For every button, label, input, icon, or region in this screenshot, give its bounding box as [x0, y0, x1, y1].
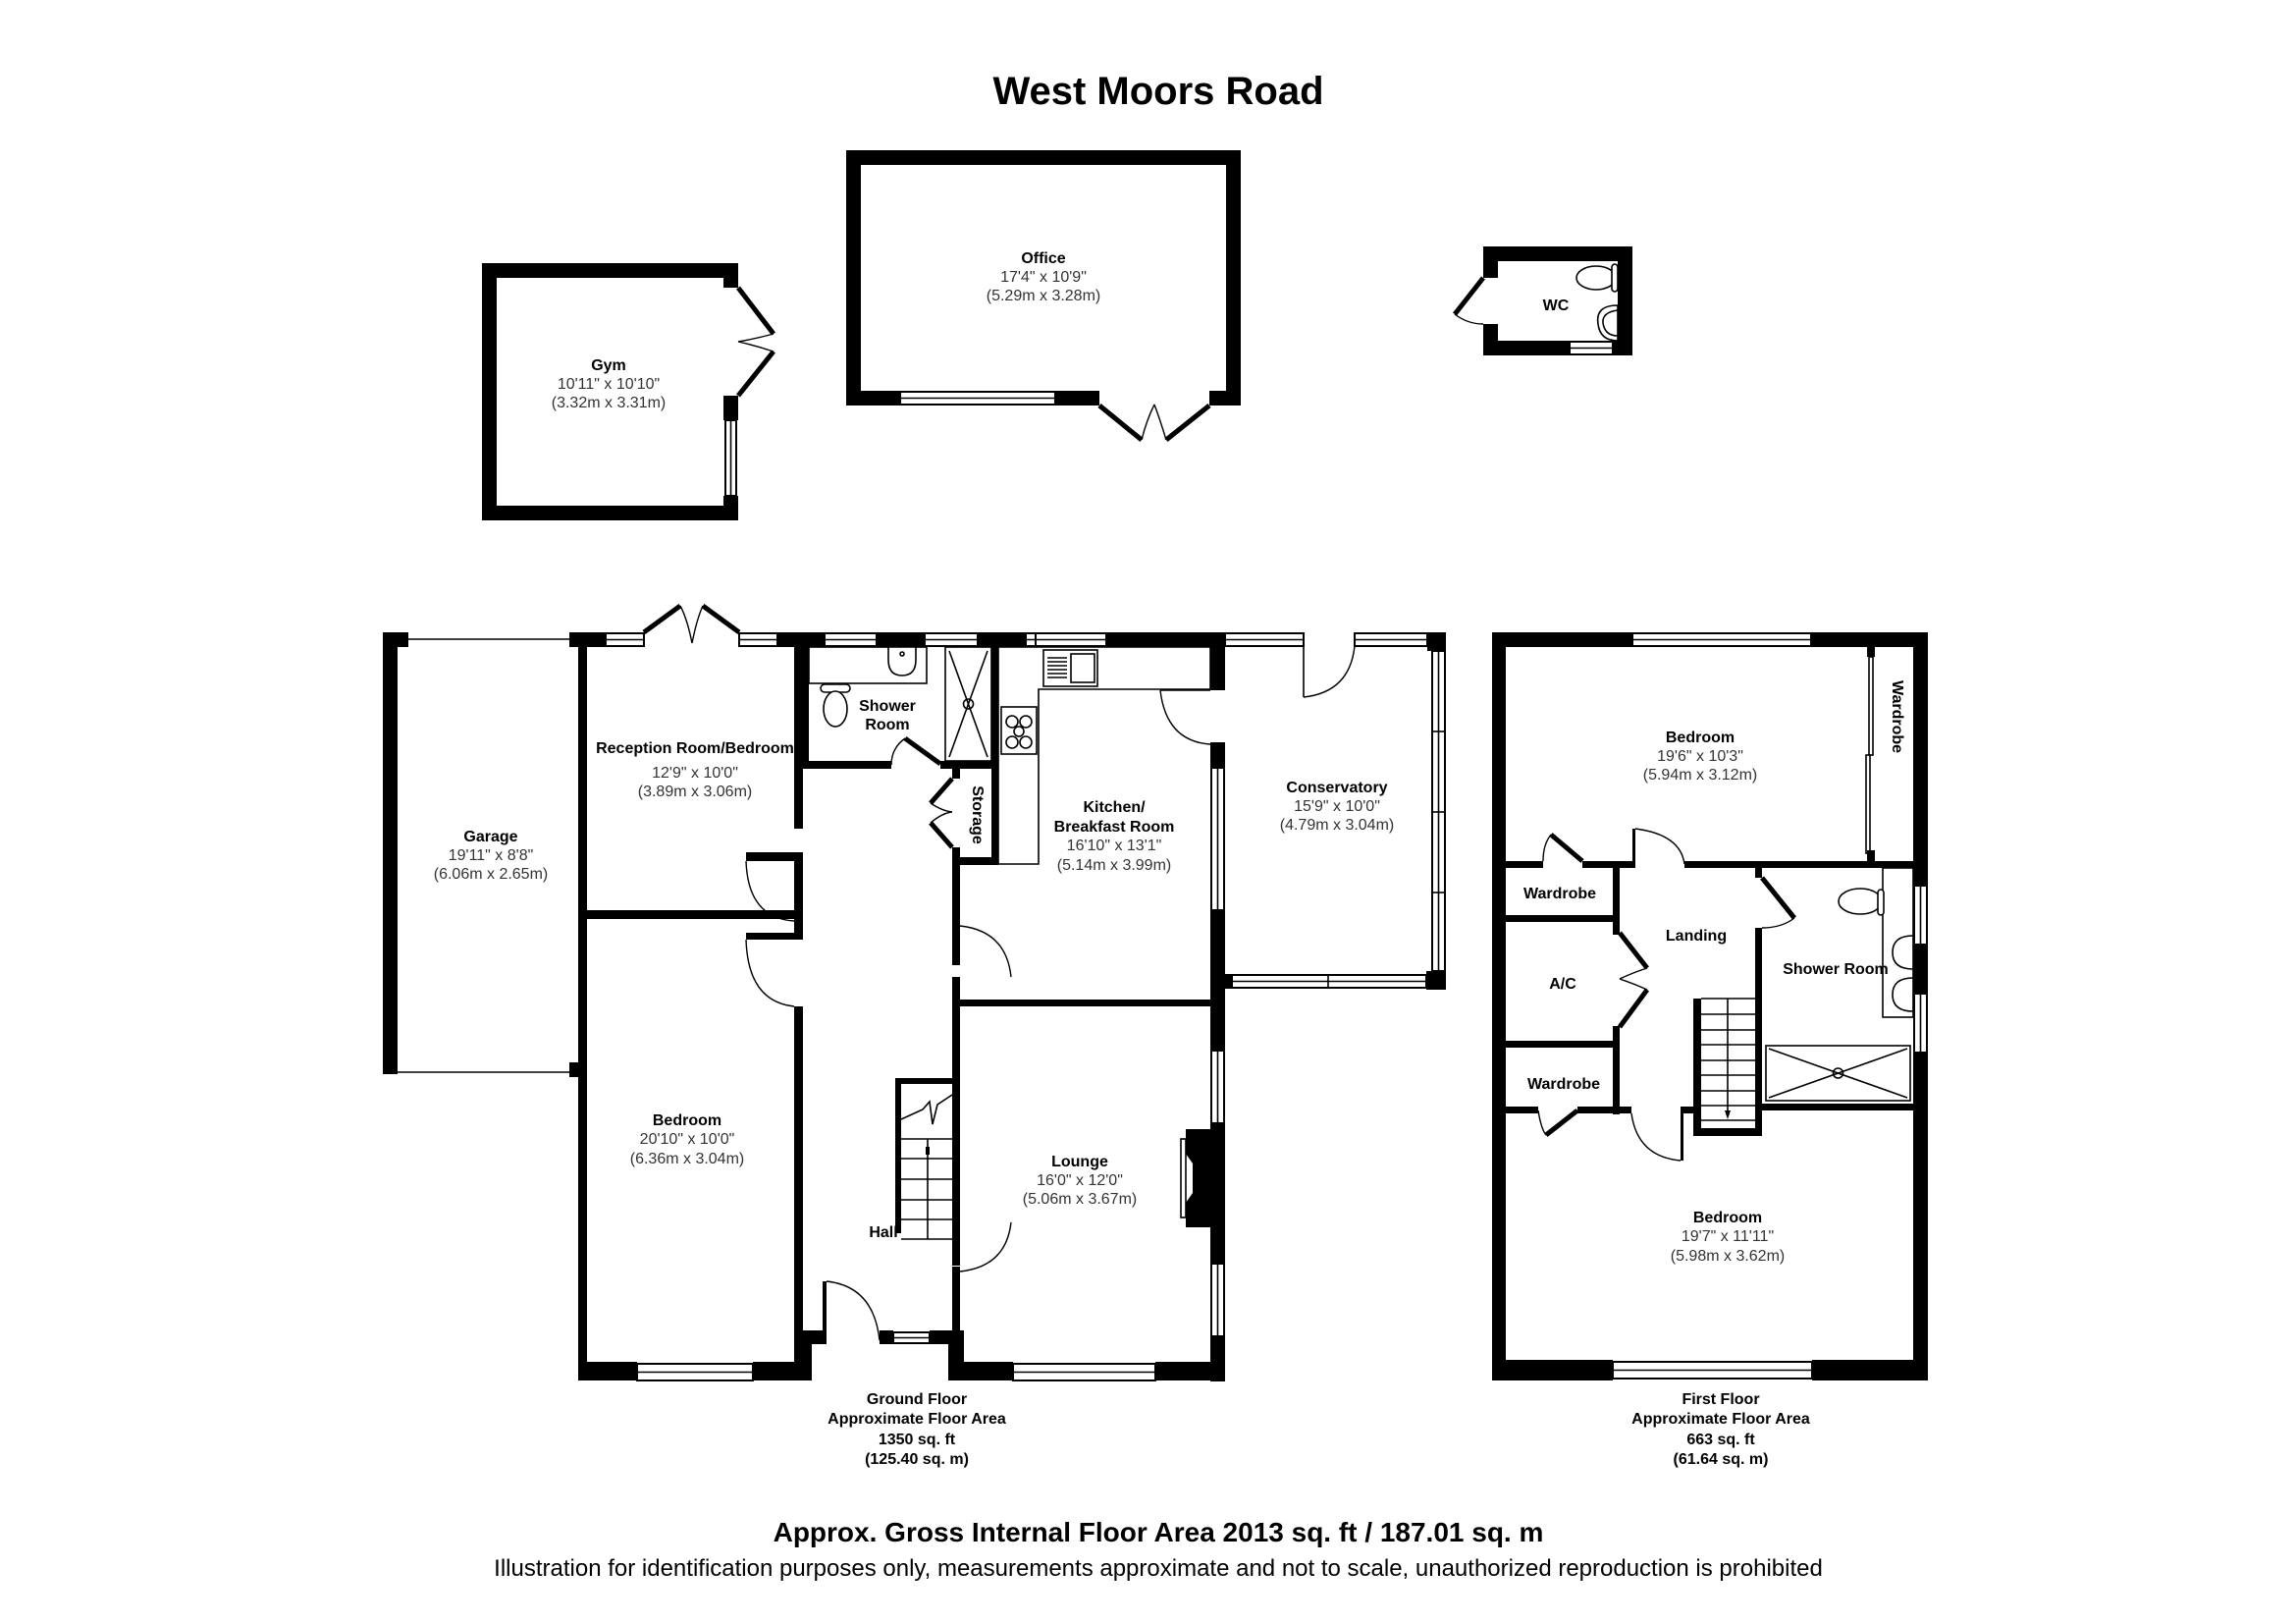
reception-metric: (3.89m x 3.06m): [638, 784, 752, 800]
ff-caption-sqft: 663 sq. ft: [1686, 1432, 1755, 1448]
garage-metric: (6.06m x 2.65m): [434, 866, 548, 883]
wc-door[interactable]: [1453, 276, 1485, 325]
storage-label: Storage: [969, 785, 986, 844]
kitchen-label-1: Kitchen/: [1083, 799, 1146, 816]
ff-front-bedroom-label: Bedroom: [1666, 730, 1735, 746]
wc-outbuilding: WC: [1453, 246, 1632, 355]
kitchen-hob-icon: [1000, 706, 1038, 755]
ff-basin-1-icon: [1892, 935, 1914, 970]
ff-shower-tray-icon: [1765, 1045, 1911, 1102]
shower-room-label-1: Shower: [859, 698, 916, 715]
ff-toilet-icon: [1838, 888, 1885, 916]
ff-landing-label: Landing: [1666, 928, 1727, 945]
gf-caption-sqm: (125.40 sq. m): [865, 1451, 969, 1468]
ff-rear-bedroom-metric: (5.98m x 3.62m): [1671, 1248, 1785, 1265]
lounge-label: Lounge: [1051, 1154, 1108, 1170]
garage-imperial: 19'11" x 8'8": [449, 847, 534, 864]
ff-front-bedroom-door[interactable]: [1634, 828, 1685, 865]
first-floor-stairs[interactable]: [1693, 998, 1762, 1136]
bedroom-door[interactable]: [745, 939, 795, 1007]
ff-front-bedroom-imperial: 19'6" x 10'3": [1657, 748, 1743, 765]
ff-rear-bedroom-label: Bedroom: [1693, 1210, 1762, 1226]
kitchen-imperial: 16'10" x 13'1": [1067, 838, 1162, 854]
storage-door[interactable]: [929, 777, 954, 849]
gross-area-text: Approx. Gross Internal Floor Area 2013 s…: [774, 1517, 1544, 1547]
gf-caption-label: Approximate Floor Area: [828, 1411, 1006, 1428]
lounge-door[interactable]: [959, 1221, 1012, 1272]
ff-wardrobe-1-door[interactable]: [1542, 833, 1584, 863]
conservatory-metric: (4.79m x 3.04m): [1280, 817, 1394, 834]
ff-rear-bedroom-imperial: 19'7" x 11'11": [1682, 1228, 1774, 1245]
first-floor-caption: First Floor Approximate Floor Area 663 s…: [1631, 1391, 1810, 1468]
ff-ac-door[interactable]: [1617, 931, 1650, 1029]
lounge-metric: (5.06m x 3.67m): [1023, 1191, 1137, 1208]
kitchen-conservatory-door[interactable]: [1159, 689, 1211, 745]
wc-toilet-icon: [1575, 263, 1619, 293]
ground-bedroom-metric: (6.36m x 3.04m): [630, 1151, 744, 1167]
office-french-door[interactable]: [1097, 404, 1211, 442]
ground-floor-stairs[interactable]: [895, 1078, 953, 1240]
gym-label: Gym: [591, 357, 626, 374]
ff-wardrobe-2-label: Wardrobe: [1527, 1076, 1600, 1093]
reception-imperial: 12'9" x 10'0": [652, 765, 738, 782]
ff-shower-room-door[interactable]: [1760, 876, 1796, 929]
ff-caption-sqm: (61.64 sq. m): [1674, 1451, 1769, 1468]
plan-title: West Moors Road: [992, 70, 1323, 113]
ground-floor-caption: Ground Floor Approximate Floor Area 1350…: [828, 1391, 1006, 1468]
ff-wardrobe-1-label: Wardrobe: [1523, 886, 1596, 902]
ff-shower-room-label: Shower Room: [1783, 961, 1889, 978]
ff-wardrobe-2-door[interactable]: [1537, 1109, 1579, 1137]
reception-door[interactable]: [745, 860, 795, 922]
office-imperial: 17'4" x 10'9": [1000, 269, 1087, 286]
ff-basin-2-icon: [1892, 977, 1914, 1012]
gym-outbuilding: Gym 10'11" x 10'10" (3.32m x 3.31m): [482, 263, 775, 520]
front-door[interactable]: [826, 1280, 881, 1341]
conservatory-label: Conservatory: [1286, 780, 1387, 796]
ground-bedroom-imperial: 20'10" x 10'0": [640, 1131, 735, 1148]
conservatory-door[interactable]: [1303, 645, 1356, 698]
ff-rear-bedroom-door[interactable]: [1630, 1112, 1682, 1162]
kitchen-sink-icon: [1042, 649, 1098, 687]
first-floor-plan: Wardrobe: [1492, 632, 1928, 1380]
reception-french-door[interactable]: [642, 603, 741, 644]
shower-room-label-2: Room: [865, 717, 909, 733]
office-outbuilding: Office 17'4" x 10'9" (5.29m x 3.28m): [846, 150, 1241, 442]
kitchen-metric: (5.14m x 3.99m): [1057, 857, 1171, 874]
ff-builtin-wardrobe-label: Wardrobe: [1889, 680, 1905, 753]
gym-french-door[interactable]: [736, 286, 775, 398]
lounge-imperial: 16'0" x 12'0": [1037, 1172, 1123, 1189]
wc-label: WC: [1543, 298, 1570, 314]
conservatory-imperial: 15'9" x 10'0": [1294, 798, 1380, 815]
gym-metric: (3.32m x 3.31m): [552, 395, 666, 411]
ff-front-bedroom-metric: (5.94m x 3.12m): [1643, 767, 1757, 784]
shower-room-door[interactable]: [890, 735, 942, 767]
gf-caption-sqft: 1350 sq. ft: [879, 1432, 956, 1448]
gf-caption-floor: Ground Floor: [867, 1391, 967, 1408]
kitchen-door[interactable]: [959, 925, 1012, 978]
hall-label: Hall: [869, 1224, 897, 1241]
ff-caption-floor: First Floor: [1682, 1391, 1759, 1408]
disclaimer-text: Illustration for identification purposes…: [494, 1555, 1823, 1582]
ground-bedroom-label: Bedroom: [653, 1112, 721, 1129]
gym-imperial: 10'11" x 10'10": [558, 376, 660, 393]
office-label: Office: [1021, 250, 1065, 267]
shower-toilet-icon: [820, 683, 851, 728]
garage-label: Garage: [463, 829, 517, 845]
reception-label: Reception Room/Bedroom: [596, 740, 794, 757]
wc-basin-icon: [1596, 304, 1619, 342]
shower-basin-icon: [887, 646, 917, 676]
fireplace-icon: [1180, 1129, 1210, 1227]
shower-tray-icon: [944, 646, 992, 762]
ff-ac-label: A/C: [1549, 976, 1576, 993]
kitchen-label-2: Breakfast Room: [1054, 819, 1175, 836]
office-metric: (5.29m x 3.28m): [987, 288, 1100, 304]
ground-floor-plan: Storage: [383, 603, 1446, 1381]
ff-caption-label: Approximate Floor Area: [1631, 1411, 1810, 1428]
